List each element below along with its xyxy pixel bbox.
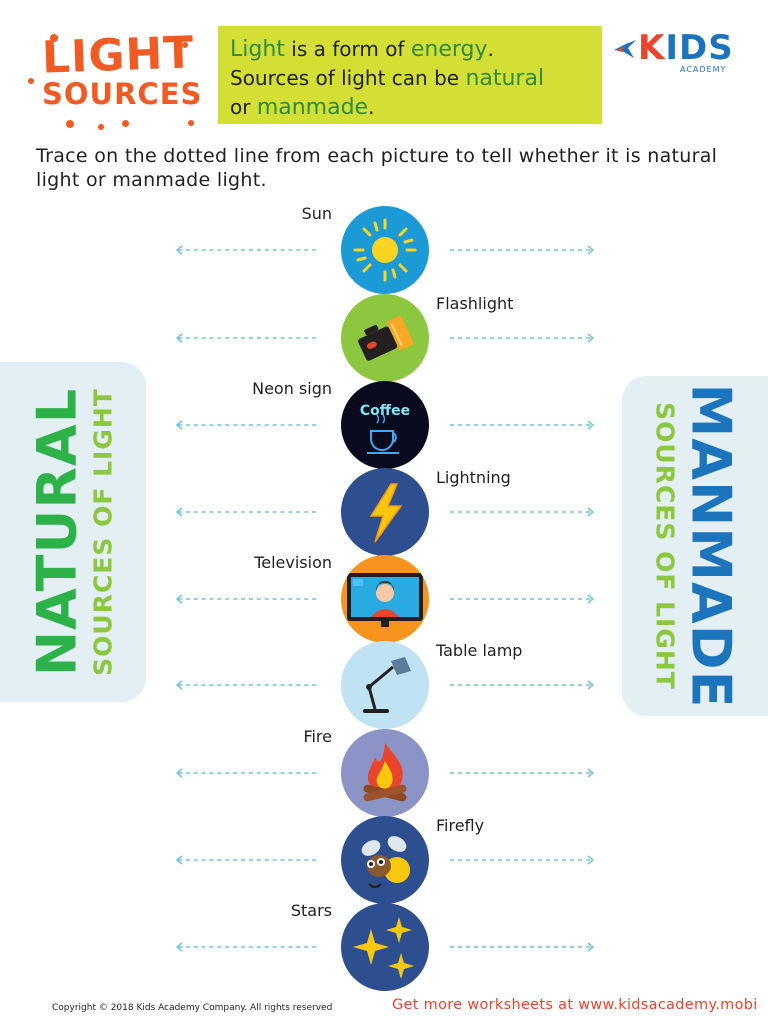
- footer-copyright: Copyright © 2018 Kids Academy Company. A…: [52, 1003, 333, 1013]
- svg-text:Coffee: Coffee: [360, 403, 410, 419]
- worksheet-title: LIGHT SOURCES: [20, 27, 203, 138]
- instruction-text: Trace on the dotted line from each pictu…: [36, 145, 718, 191]
- splat-dot: [50, 34, 58, 42]
- light-source-label: Flashlight: [436, 294, 514, 313]
- manmade-panel: MANMADE SOURCES OF LIGHT: [622, 376, 768, 716]
- light-source-label: Television: [254, 553, 332, 572]
- keyword-light: Light: [230, 37, 285, 62]
- trace-line-natural[interactable]: [176, 506, 320, 518]
- trace-line-manmade[interactable]: [448, 854, 594, 866]
- light-source-label: Neon sign: [252, 379, 332, 398]
- logo-k: K: [638, 28, 666, 68]
- light-source-row: Stars: [0, 901, 768, 993]
- trace-line-natural[interactable]: [176, 941, 320, 953]
- splat-dot: [182, 42, 188, 48]
- neon-coffee-sign-icon: Coffee: [341, 381, 429, 469]
- light-source-label: Lightning: [436, 468, 511, 487]
- trace-line-natural[interactable]: [176, 244, 320, 256]
- intro-text: or: [230, 95, 257, 119]
- trace-line-manmade[interactable]: [448, 593, 594, 605]
- light-source-row: Coffee Neon sign: [0, 379, 768, 471]
- flashlight-icon: [341, 294, 429, 382]
- trace-line-manmade[interactable]: [448, 767, 594, 779]
- television-icon: [341, 555, 429, 643]
- keyword-natural: natural: [465, 66, 545, 91]
- trace-line-natural[interactable]: [176, 767, 320, 779]
- light-source-row: Flashlight: [0, 294, 768, 384]
- trace-line-manmade[interactable]: [448, 244, 594, 256]
- light-source-row: Table lamp: [0, 641, 768, 731]
- light-source-row: Lightning: [0, 468, 768, 558]
- splat-dot: [28, 78, 34, 84]
- firefly-icon: [341, 816, 429, 904]
- light-source-row: Television: [0, 553, 768, 645]
- trace-line-natural[interactable]: [176, 854, 320, 866]
- splat-dot: [98, 124, 104, 130]
- natural-panel: NATURAL SOURCES OF LIGHT: [0, 362, 146, 702]
- splat-dot: [122, 120, 129, 127]
- footer-link[interactable]: Get more worksheets at www.kidsacademy.m…: [392, 997, 758, 1013]
- light-source-label: Stars: [290, 901, 332, 920]
- splat-dot: [66, 120, 74, 128]
- light-source-label: Firefly: [436, 816, 485, 835]
- trace-line-manmade[interactable]: [448, 332, 594, 344]
- logo-academy: ACADEMY: [680, 65, 727, 74]
- intro-box: Light is a form of energy. Sources of li…: [218, 26, 602, 124]
- trace-line-manmade[interactable]: [448, 506, 594, 518]
- light-source-row: Sun: [0, 204, 768, 296]
- title-sources: SOURCES: [42, 77, 203, 111]
- trace-line-natural[interactable]: [176, 679, 320, 691]
- light-source-row: Fire: [0, 727, 768, 819]
- light-source-row: Firefly: [0, 816, 768, 906]
- fire-icon: [341, 729, 429, 817]
- intro-text: .: [368, 95, 375, 119]
- light-source-label: Fire: [303, 727, 332, 746]
- intro-text: Sources of light can be: [230, 66, 466, 90]
- light-source-label: Table lamp: [436, 641, 523, 660]
- keyword-manmade: manmade: [256, 95, 369, 120]
- intro-text: is a form of: [284, 37, 411, 61]
- splat-dot: [188, 120, 194, 126]
- intro-text: .: [487, 37, 494, 61]
- keyword-energy: energy: [410, 37, 488, 62]
- stars-icon: [341, 903, 429, 991]
- light-source-label: Sun: [301, 204, 332, 223]
- trace-line-natural[interactable]: [176, 419, 320, 431]
- trace-line-natural[interactable]: [176, 593, 320, 605]
- trace-line-manmade[interactable]: [448, 419, 594, 431]
- sun-icon: [341, 206, 429, 294]
- trace-line-manmade[interactable]: [448, 679, 594, 691]
- table-lamp-icon: [341, 641, 429, 729]
- trace-line-manmade[interactable]: [448, 941, 594, 953]
- lightning-icon: [341, 468, 429, 556]
- logo-ids: IDS: [665, 28, 734, 68]
- trace-line-natural[interactable]: [176, 332, 320, 344]
- kids-academy-logo: KIDS ACADEMY: [612, 28, 734, 80]
- logo-wordmark: KIDS: [638, 28, 734, 68]
- logo-star-icon: [614, 40, 636, 58]
- title-light: LIGHT: [41, 27, 196, 84]
